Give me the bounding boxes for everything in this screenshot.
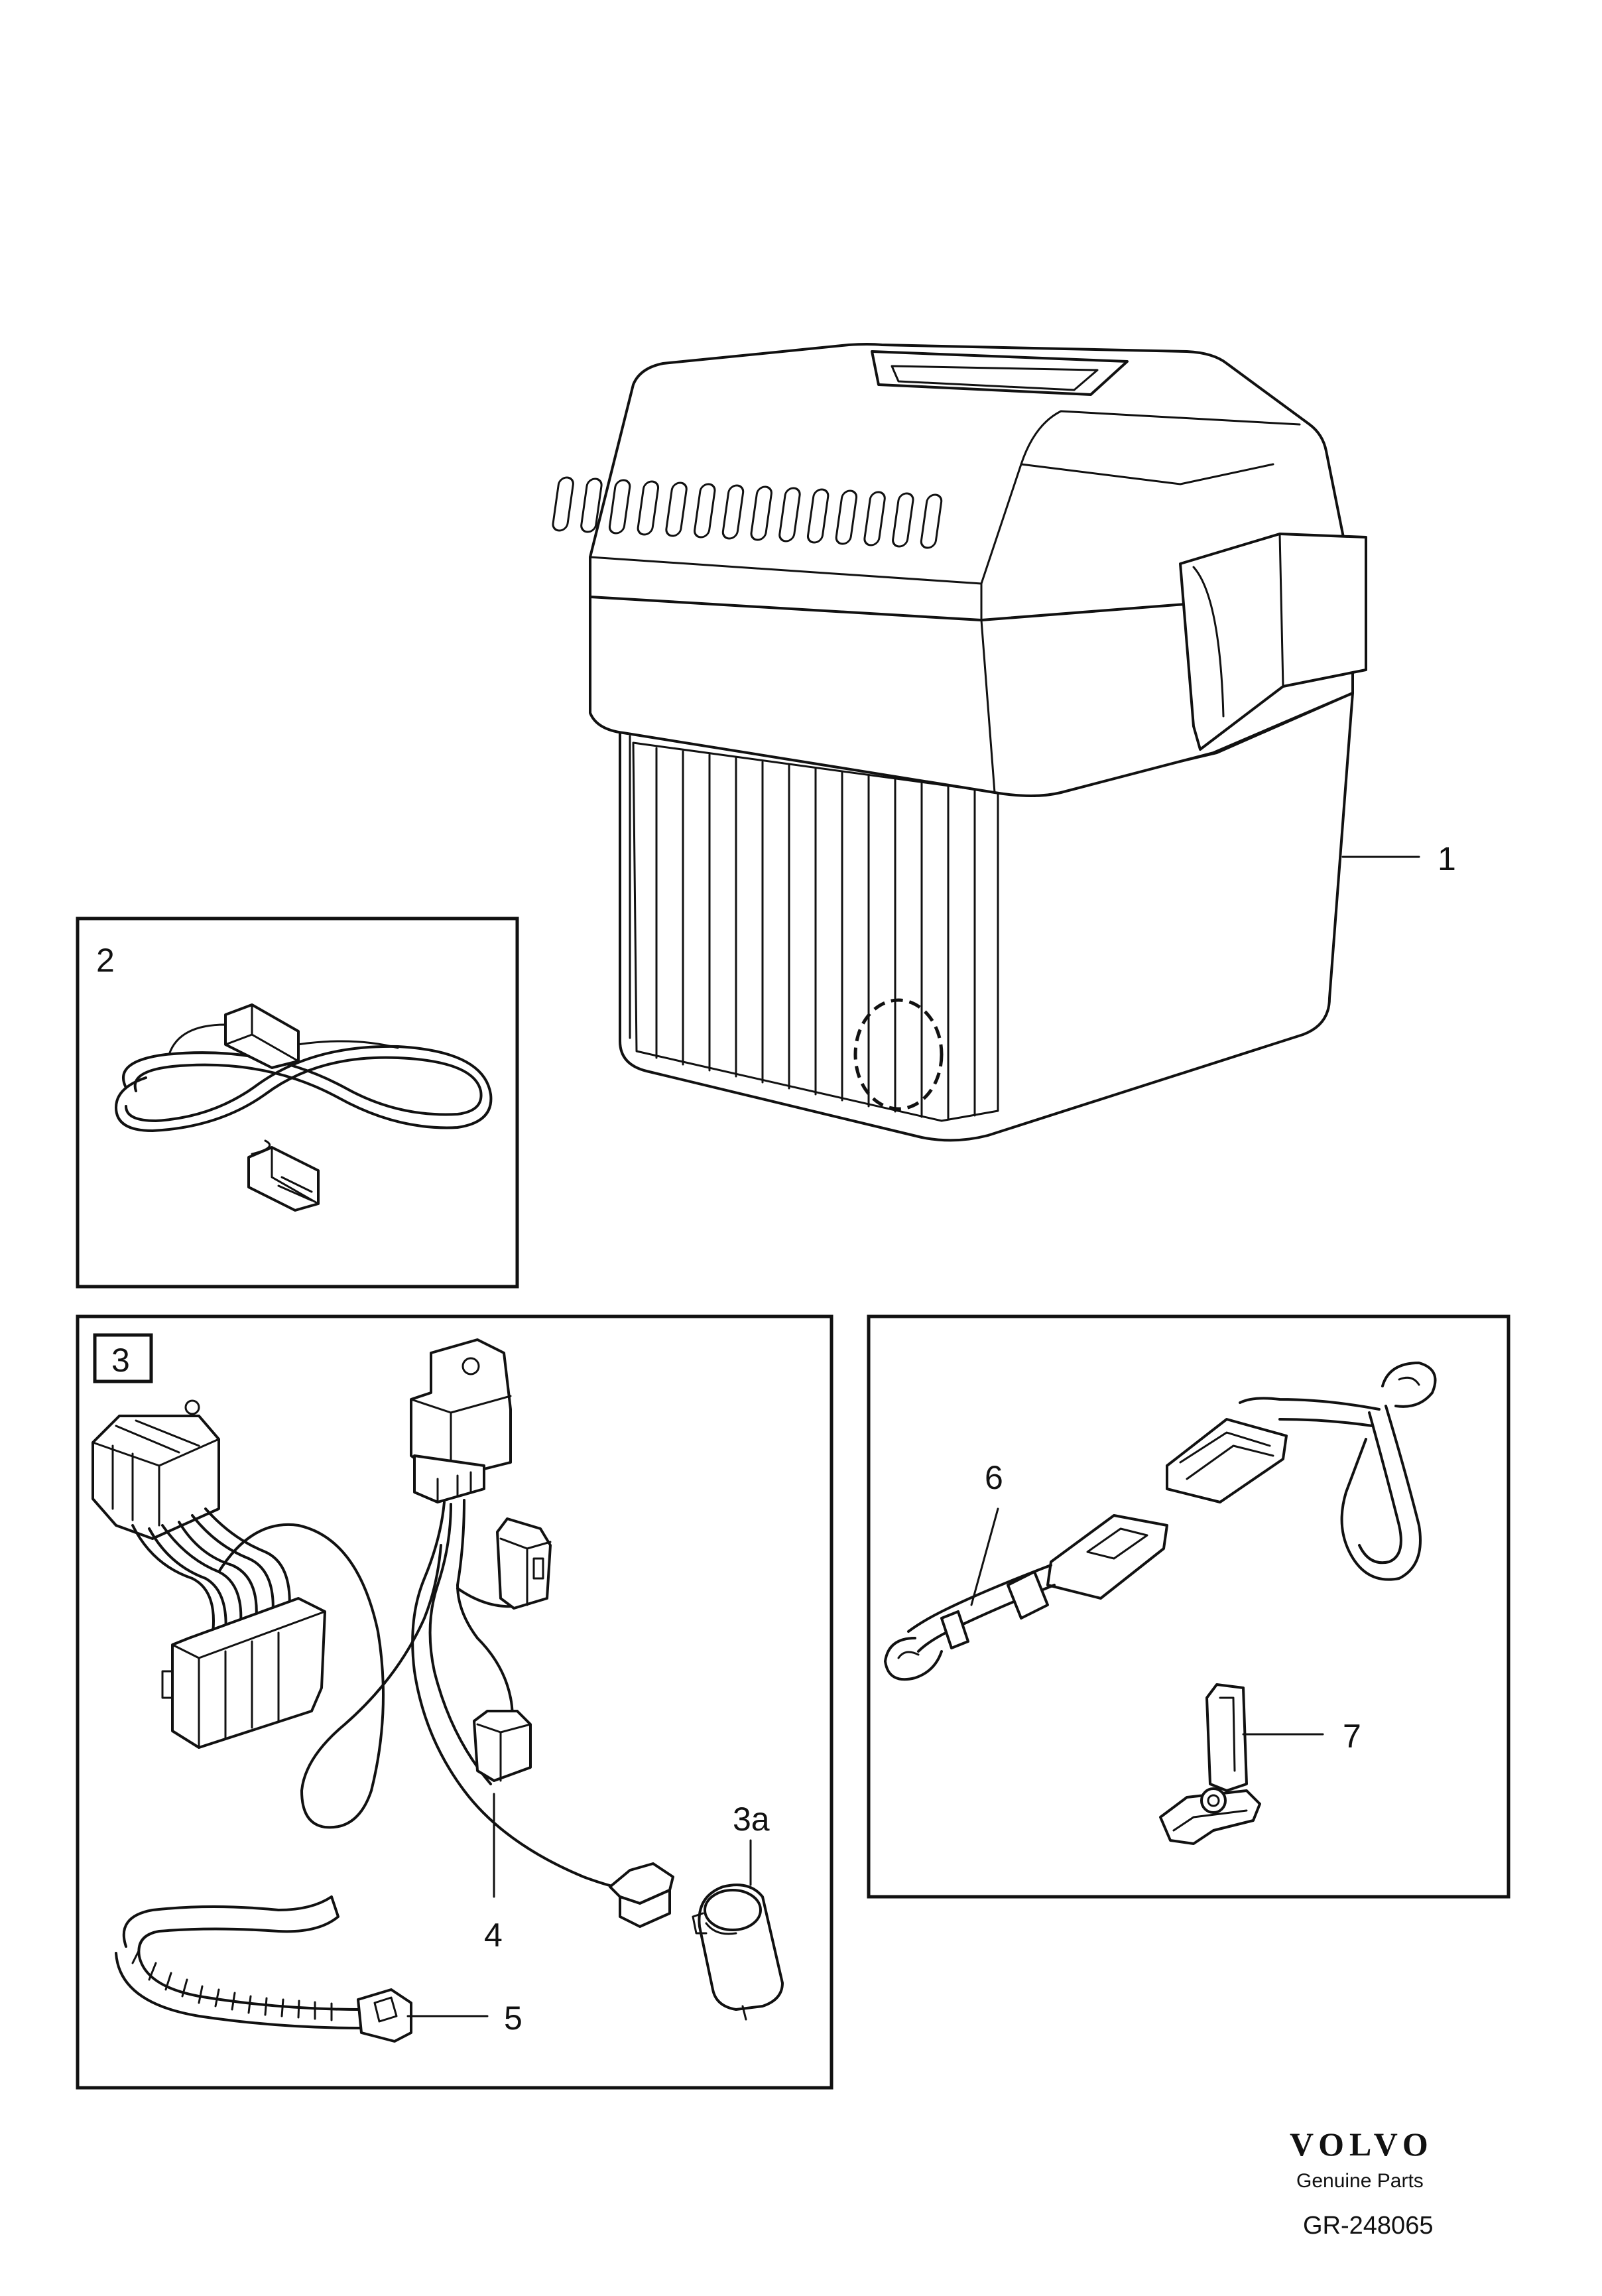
callout-1: 1	[1438, 840, 1456, 877]
wiring-harness	[92, 1338, 674, 1928]
callout-4: 4	[484, 1917, 503, 1954]
cable-extension	[115, 1003, 493, 1212]
callout-line-6	[970, 1507, 999, 1606]
part-6-7-frame	[867, 1314, 1510, 1899]
part-3-label-box	[93, 1333, 153, 1383]
callout-3a: 3a	[733, 1801, 770, 1838]
brand-tagline: Genuine Parts	[1296, 2170, 1424, 2192]
drawing-reference: GR-248065	[1303, 2212, 1433, 2240]
power-socket	[692, 1883, 784, 2021]
grille-slats	[655, 747, 976, 1121]
part-2-frame	[76, 917, 519, 1289]
callout-7: 7	[1343, 1718, 1361, 1755]
callout-2: 2	[96, 942, 115, 979]
cable-tie	[115, 1895, 412, 2043]
part-3-frame	[76, 1314, 833, 2090]
callout-6: 6	[985, 1459, 1003, 1496]
fan-outline	[853, 998, 944, 1111]
cool-box	[552, 343, 1367, 1142]
brand-logo: VOLVO	[1290, 2126, 1434, 2163]
callout-5: 5	[504, 2000, 523, 2037]
securing-strap	[884, 1362, 1437, 1681]
callout-3: 3	[111, 1342, 130, 1379]
lid-vents	[552, 476, 943, 549]
bracket	[1159, 1683, 1261, 1845]
